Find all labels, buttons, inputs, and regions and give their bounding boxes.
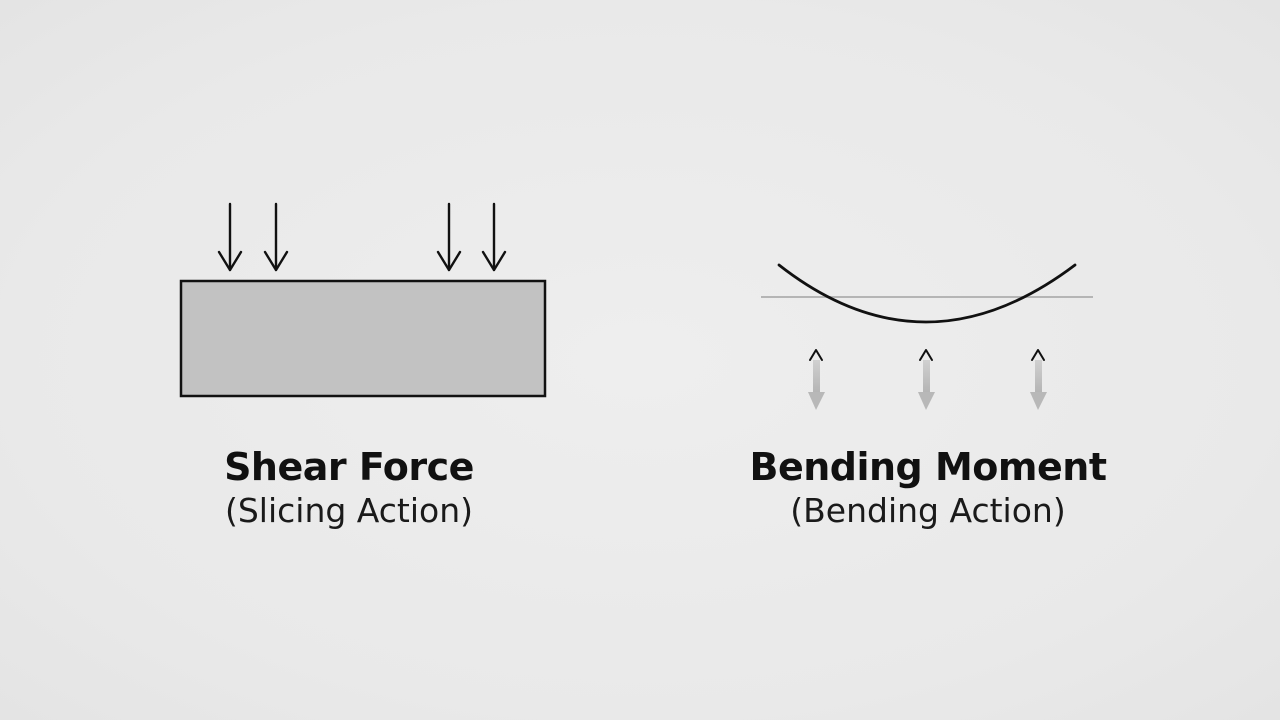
deflected-beam-curve <box>777 263 1077 324</box>
reaction-arrow-3-icon <box>1030 349 1047 410</box>
load-arrow-2-icon <box>263 202 289 272</box>
load-arrow-4-icon <box>481 202 507 272</box>
bending-title: Bending Moment <box>749 445 1107 489</box>
reaction-arrow-2-icon <box>918 349 935 410</box>
shear-subtitle: (Slicing Action) <box>224 491 474 530</box>
shear-title: Shear Force <box>224 445 474 489</box>
bending-caption: Bending Moment (Bending Action) <box>728 444 1128 532</box>
shear-beam <box>179 279 547 398</box>
shear-caption: Shear Force (Slicing Action) <box>149 444 549 532</box>
load-arrow-3-icon <box>436 202 462 272</box>
bending-panel <box>761 263 1093 410</box>
load-arrow-1-icon <box>217 202 243 272</box>
reaction-arrow-1-icon <box>808 349 825 410</box>
shear-panel <box>179 202 547 398</box>
bending-subtitle: (Bending Action) <box>790 491 1066 530</box>
